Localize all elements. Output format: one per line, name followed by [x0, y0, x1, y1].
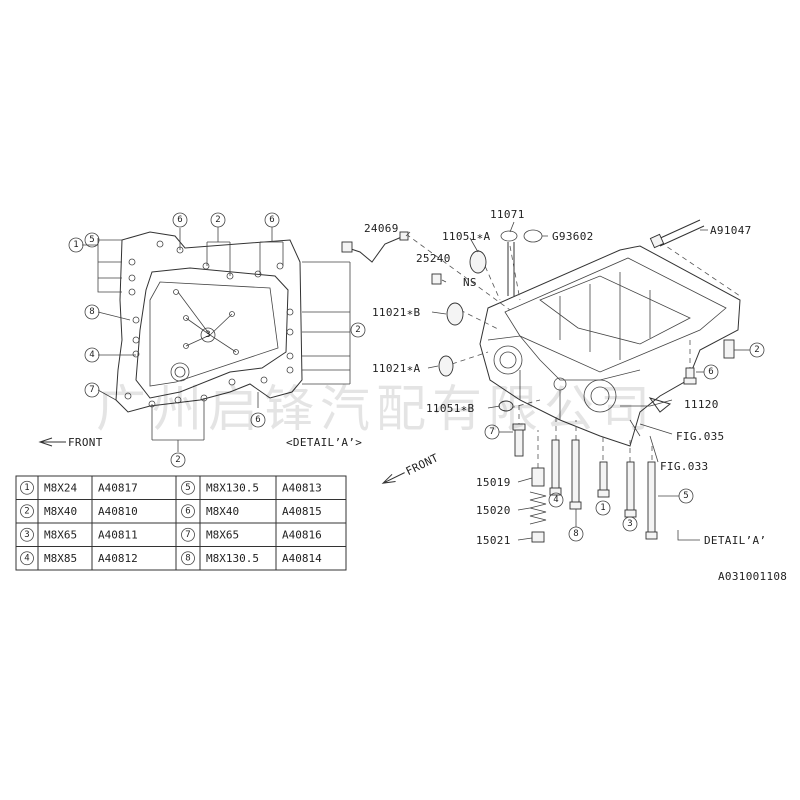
exploded-bolts	[512, 339, 735, 540]
table-bolt-code: A40814	[282, 552, 322, 565]
detail-leader-lines	[82, 228, 351, 452]
part-11051-a: 11051∗A	[442, 230, 491, 243]
table-bolt-number: 4	[24, 553, 29, 563]
table-bolt-size: M8X85	[44, 552, 77, 565]
table-bolt-code: A40815	[282, 505, 322, 518]
table-bolt-code: A40810	[98, 505, 138, 518]
detail-callout-markers: 5 1 8 4 7 6 2 6 2 3 6 2	[68, 212, 366, 468]
detail-bolt-bosses	[124, 240, 294, 408]
table-bolt-code: A40817	[98, 481, 138, 494]
table-bolt-code: A40816	[282, 528, 322, 541]
callout-2-exploded: 2	[754, 345, 759, 355]
callout-2-top: 2	[215, 215, 220, 225]
table-num-circle	[20, 527, 34, 542]
diagram-code: A031001108	[718, 570, 787, 583]
callout-8: 8	[89, 307, 94, 317]
callout-1: 1	[73, 240, 78, 250]
part-15021: 15021	[476, 534, 511, 547]
table-bolt-number: 2	[24, 506, 29, 516]
table-bolt-number: 6	[185, 506, 190, 516]
table-num-circle	[181, 527, 195, 542]
front-label-right: FRONT	[404, 451, 441, 478]
part-ns: NS	[463, 276, 477, 289]
callout-6-top: 6	[177, 215, 182, 225]
table-bolt-code: A40812	[98, 552, 138, 565]
part-15020: 15020	[476, 504, 511, 517]
ref-fig-035: FIG.035	[676, 430, 724, 443]
table-bolt-size: M8X130.5	[206, 481, 259, 494]
table-num-circle	[181, 551, 195, 566]
callout-6-bottom: 6	[255, 415, 260, 425]
table-bolt-number: 1	[24, 483, 29, 493]
callout-5: 5	[89, 235, 94, 245]
callout-7-exploded: 7	[489, 427, 494, 437]
table-bolt-code: A40813	[282, 481, 322, 494]
bolt-table: 1 M8X24 A40817 2 M8X40 A40810 3 M8X65 A40811 4 M8X…	[15, 475, 347, 571]
table-num-circle	[20, 551, 34, 566]
callout-2-right: 2	[355, 325, 360, 335]
table-bolt-code: A40811	[98, 528, 138, 541]
part-g93602: G93602	[552, 230, 594, 243]
detail-a-view: 5 1 8 4 7 6 2 6 2 3 6 2 FRONT <DETAIL’A’…	[38, 212, 366, 468]
callout-6-exploded: 6	[708, 367, 713, 377]
table-num-circle	[181, 504, 195, 519]
callout-4-exploded: 4	[553, 495, 558, 505]
table-bolt-size: M8X65	[206, 528, 239, 541]
part-a91047: A91047	[710, 224, 752, 237]
ref-fig-033: FIG.033	[660, 460, 708, 473]
watermark-text: 广州启锋汽配有限公司	[96, 380, 656, 438]
table-num-circle	[20, 504, 34, 519]
callout-2-bottom: 2	[175, 455, 180, 465]
part-11071: 11071	[490, 208, 525, 221]
table-bolt-size: M8X40	[44, 505, 77, 518]
part-11021-a: 11021∗A	[372, 362, 421, 375]
callout-5-exploded: 5	[683, 491, 688, 501]
table-bolt-size: M8X65	[44, 528, 77, 541]
part-15019: 15019	[476, 476, 511, 489]
part-11120: 11120	[684, 398, 719, 411]
table-num-circle	[181, 480, 195, 495]
table-bolt-size: M8X40	[206, 505, 239, 518]
front-arrow-right: FRONT	[381, 451, 441, 484]
table-bolt-number: 3	[24, 530, 29, 540]
exploded-view: 24069 11071 11051∗A G93602 A91047 25240 …	[341, 208, 766, 547]
callout-3-exploded: 3	[627, 519, 632, 529]
ref-detail-a: DETAIL’A’	[704, 534, 766, 547]
detail-a-label: <DETAIL’A’>	[286, 436, 362, 449]
callout-8-exploded: 8	[573, 529, 578, 539]
exploded-callout-markers: 2 6 7 4 8 1 3 5	[484, 342, 765, 542]
part-24069: 24069	[364, 222, 399, 235]
table-bolt-number: 8	[185, 553, 190, 563]
front-arrow-left: FRONT	[38, 436, 103, 449]
callout-6-top-right: 6	[269, 215, 274, 225]
callout-7: 7	[89, 385, 94, 395]
callout-4: 4	[89, 350, 94, 360]
callout-3: 3	[205, 330, 210, 340]
part-11021-b: 11021∗B	[372, 306, 421, 319]
front-label-left: FRONT	[68, 436, 103, 449]
table-bolt-size: M8X130.5	[206, 552, 259, 565]
part-11051-b: 11051∗B	[426, 402, 475, 415]
table-bolt-size: M8X24	[44, 481, 77, 494]
callout-1-exploded: 1	[600, 503, 605, 513]
table-bolt-number: 5	[185, 483, 190, 493]
table-num-circle	[20, 480, 34, 495]
part-25240: 25240	[416, 252, 451, 265]
table-bolt-number: 7	[185, 530, 190, 540]
